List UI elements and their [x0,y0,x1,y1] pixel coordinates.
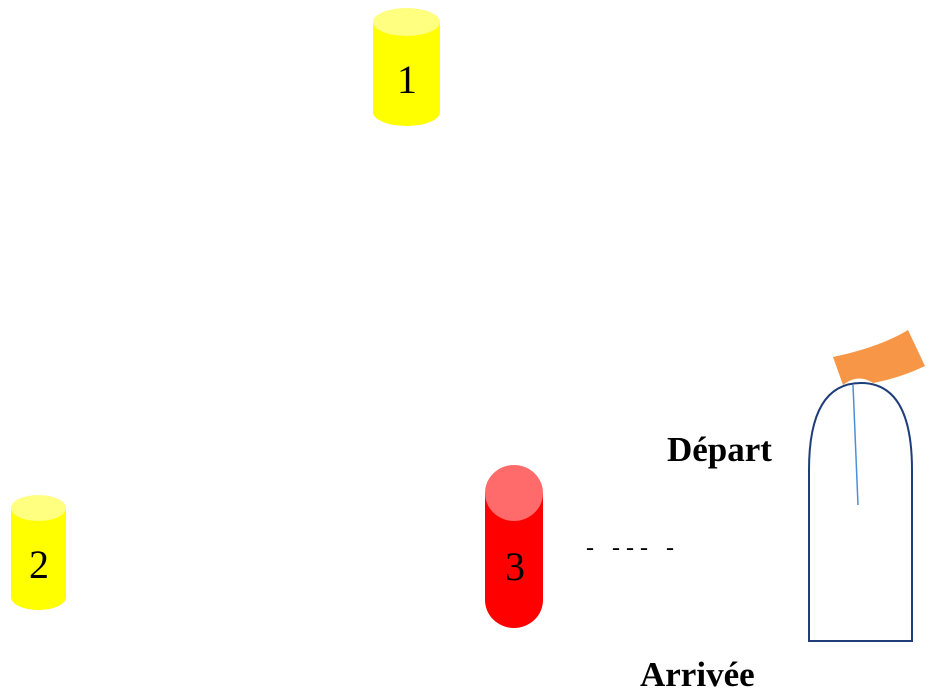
buoy-3-top [485,465,543,521]
boat-hull [808,381,913,642]
committee-boat [808,330,925,642]
boat-mast [852,384,859,506]
buoy-3-number: 3 [505,544,525,589]
buoy-2: 2 [11,495,66,610]
flag-icon [833,330,925,385]
buoy-2-bottom [11,584,66,610]
buoy-2-top [11,495,66,521]
buoy-3: 3 [485,465,543,628]
buoy-2-body [11,508,66,597]
buoy-1-body [373,22,440,112]
depart-label: Départ [667,430,772,469]
buoy-2-number: 2 [29,542,49,587]
buoy-1-number: 1 [397,57,417,102]
buoy-1: 1 [373,8,440,126]
buoy-1-top [373,8,440,36]
buoy-3-bottom [485,572,543,628]
start-line-dashes: - - - - - [586,535,674,561]
arrivee-label: Arrivée [640,655,755,694]
buoy-1-bottom [373,98,440,126]
